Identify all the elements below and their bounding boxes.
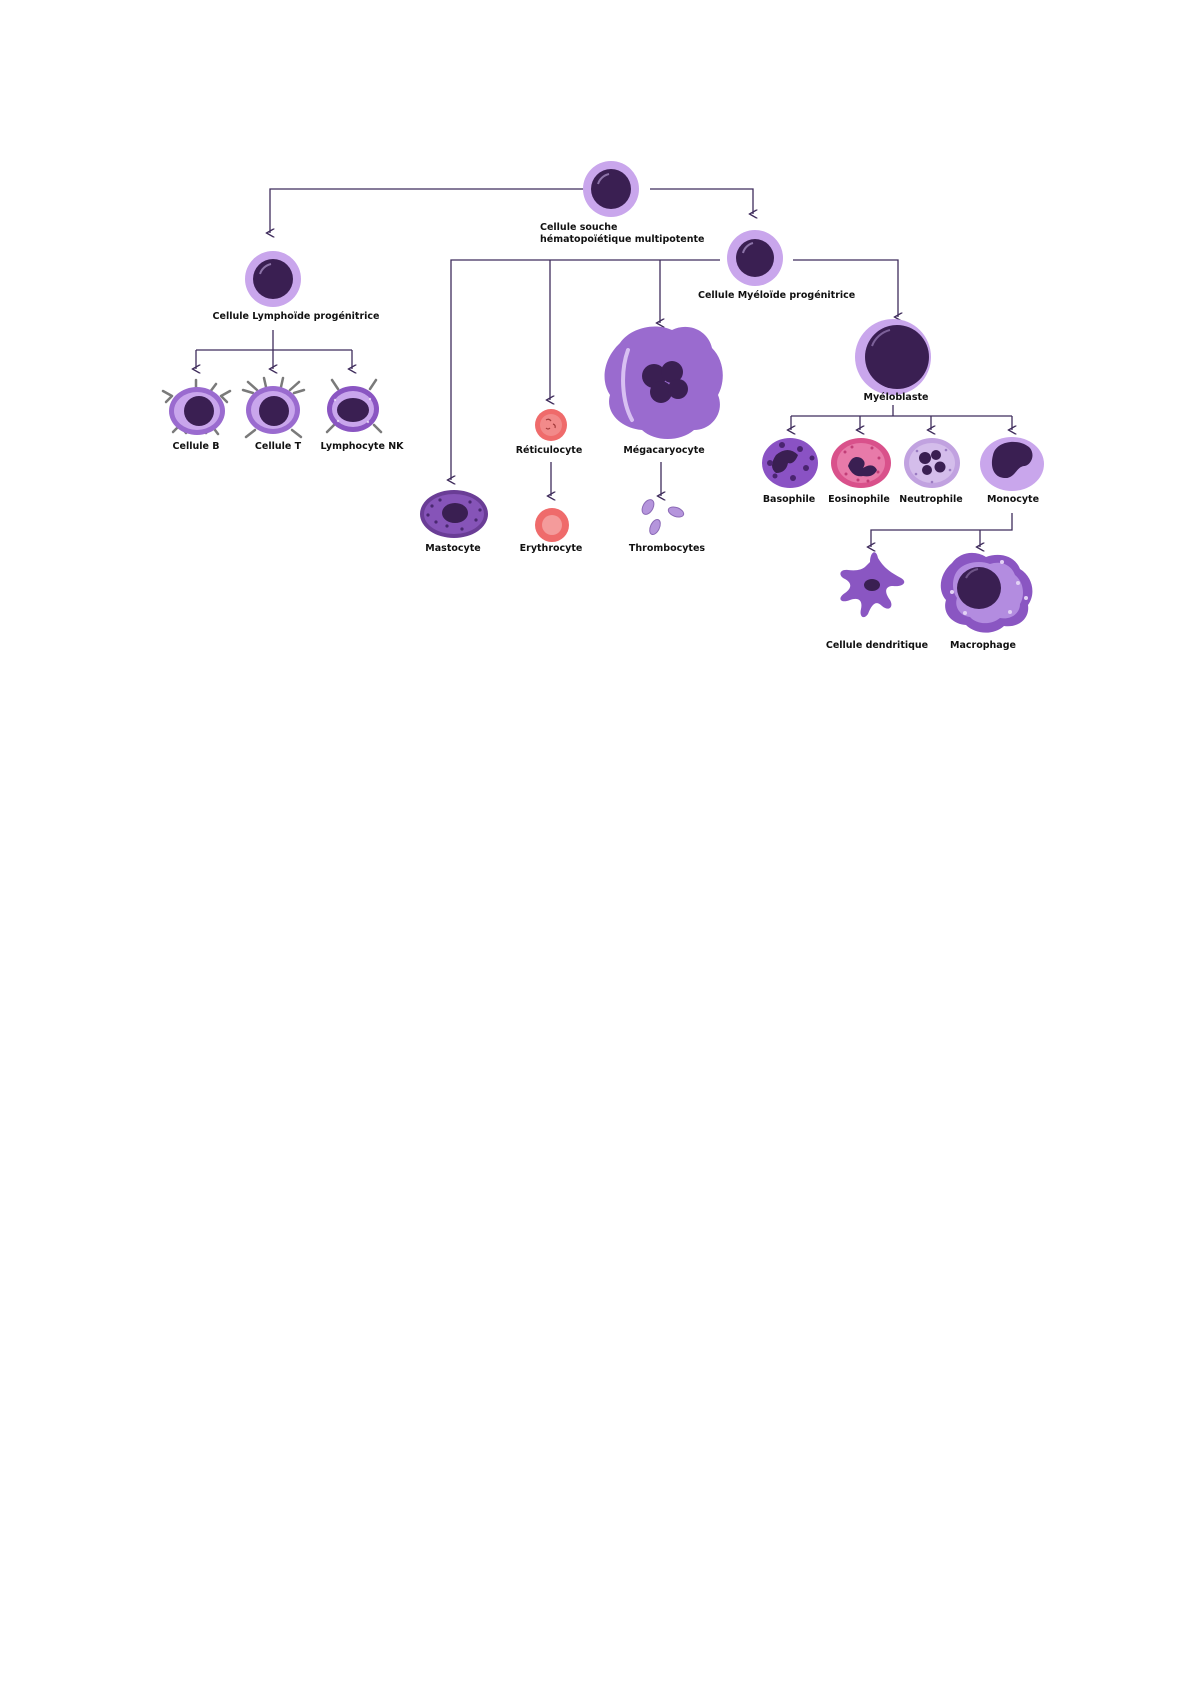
label-eosinophil: Eosinophile [828,494,890,505]
reticulocyte-cell [535,409,567,441]
megakaryocyte-cell [604,326,723,439]
b-cell [161,378,232,436]
mastocyte-cell [420,490,488,538]
lymphoid-branch [196,330,352,351]
t-cell [241,376,306,439]
label-stem-cell: Cellule souche hématopoïétique multipote… [540,222,705,245]
label-myeloid-progenitor: Cellule Myéloïde progénitrice [698,290,856,301]
label-erythrocyte: Erythrocyte [519,543,583,554]
neutrophil-cell [904,438,960,488]
macrophage-cell [940,552,1033,633]
label-mastocyte: Mastocyte [425,543,481,554]
dendritic-cell [840,552,905,618]
label-thrombocytes: Thrombocytes [628,543,706,554]
label-myeloblast: Myéloblaste [863,392,929,403]
label-lymphoid-progenitor: Cellule Lymphoïde progénitrice [212,311,380,322]
myeloblast-cell [855,319,931,395]
basophil-cell [762,438,818,488]
myeloid-progenitor-cell [727,230,783,286]
lymphoid-progenitor-cell [245,251,301,307]
erythrocyte-cell [535,508,569,542]
connector-lines [196,188,1013,547]
label-basophil: Basophile [762,494,816,505]
label-megakaryocyte: Mégacaryocyte [623,445,705,456]
arrow-stem-to-myeloid [650,188,753,214]
label-monocyte: Monocyte [986,494,1040,505]
label-nk-cell: Lymphocyte NK [320,441,404,452]
label-t-cell: Cellule T [254,441,302,452]
arrow-myeloid-to-myeloblast [793,259,898,317]
label-neutrophil: Neutrophile [899,494,963,505]
arrow-myeloid-to-mastocyte [451,259,720,480]
eosinophil-cell [831,438,891,488]
label-b-cell: Cellule B [172,441,220,452]
monocyte-branch [871,513,1013,547]
label-reticulocyte: Réticulocyte [515,445,583,456]
nk-cell [325,378,383,434]
monocyte-cell [980,437,1044,491]
label-dendritic-cell: Cellule dendritique [825,640,929,651]
arrow-stem-to-lymphoid [270,188,585,233]
thrombocytes-cells [641,499,685,535]
label-macrophage: Macrophage [950,640,1016,651]
stem-cell [583,161,639,217]
myeloblast-branch [791,405,1012,417]
